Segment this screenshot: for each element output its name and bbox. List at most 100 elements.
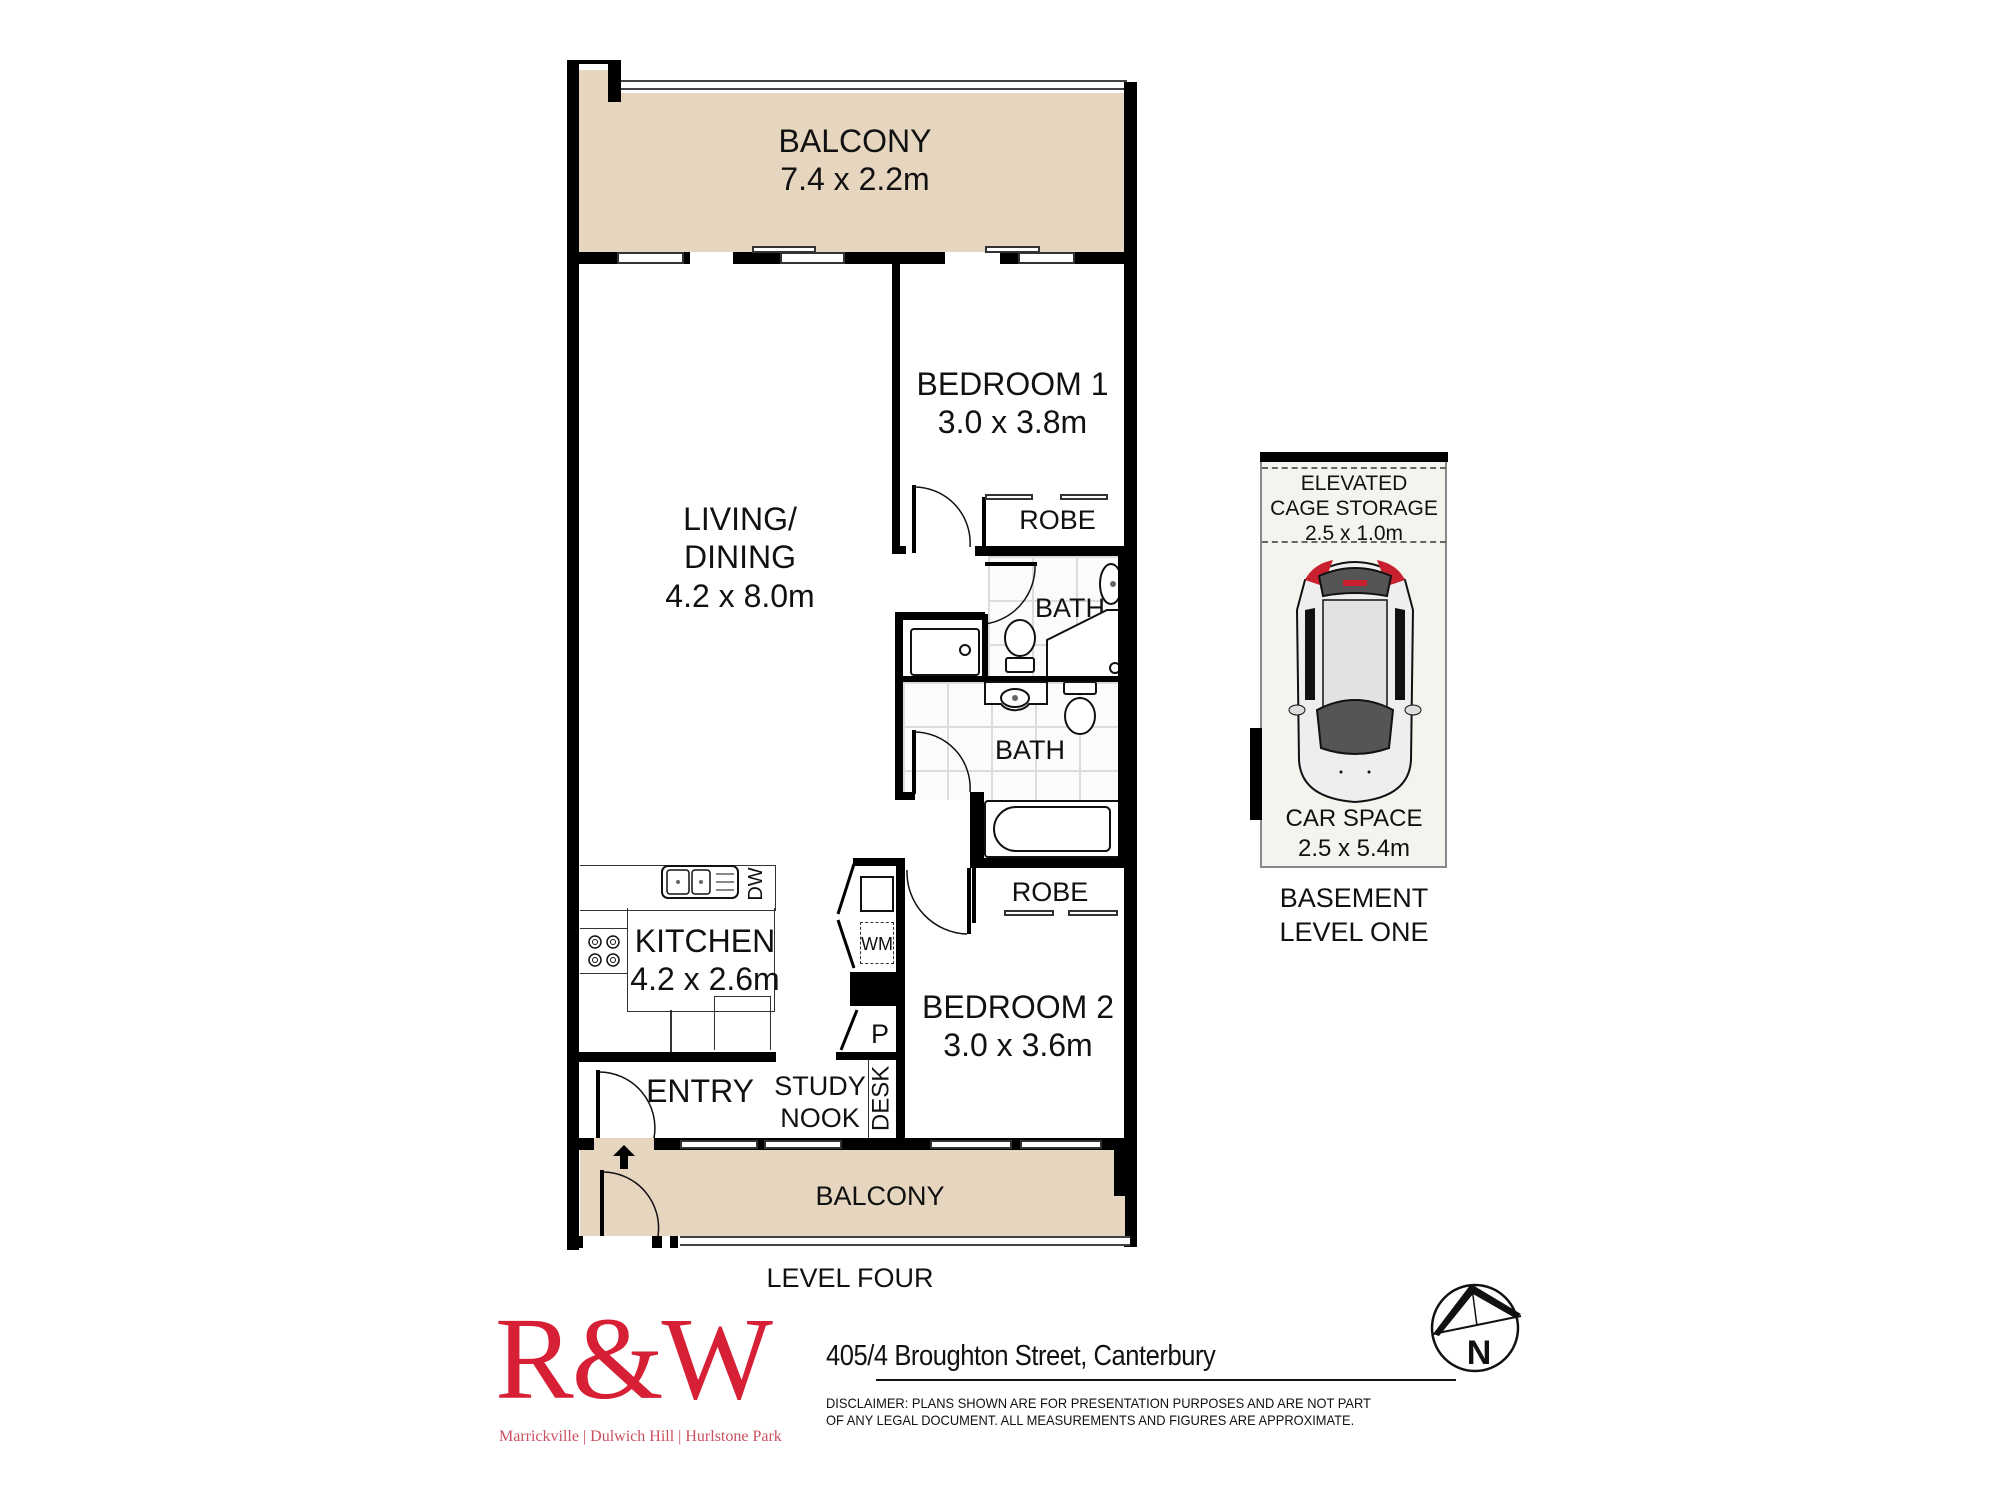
brand-logo: R&W — [495, 1293, 773, 1424]
wall — [895, 792, 915, 800]
robe1-label: ROBE — [1019, 505, 1096, 535]
window — [680, 1140, 758, 1149]
brand-tagline: Marrickville | Dulwich Hill | Hurlstone … — [499, 1428, 782, 1445]
wall — [567, 60, 579, 1250]
robe-slider — [985, 494, 1033, 500]
wall — [982, 614, 988, 680]
level-line1: BASEMENT — [1279, 883, 1429, 913]
wall — [1114, 1140, 1137, 1196]
wall — [982, 497, 986, 549]
storage-size: 2.5 x 1.0m — [1304, 522, 1404, 546]
sliding-door — [780, 252, 845, 264]
room-size: 7.4 x 2.2m — [780, 161, 930, 198]
balcony-top-area — [578, 93, 1126, 253]
robe2-label: ROBE — [1011, 877, 1089, 907]
wall — [972, 868, 976, 923]
desk-label: DESK — [867, 1065, 895, 1132]
level-four-label: LEVEL FOUR — [766, 1263, 934, 1293]
wall — [578, 1052, 776, 1062]
room-name: STUDY — [774, 1071, 866, 1101]
storage-dash-bottom — [1262, 541, 1446, 543]
wall — [970, 858, 1130, 868]
dishwasher-label: DW — [745, 867, 767, 901]
wall — [1260, 452, 1448, 462]
wall — [892, 262, 900, 552]
wall — [608, 60, 621, 102]
room-size: 4.2 x 8.0m — [665, 577, 815, 614]
wall — [1118, 556, 1128, 866]
wall — [850, 972, 898, 1006]
bedroom2-label: BEDROOM 2 3.0 x 3.6m — [912, 988, 1124, 1065]
window — [617, 252, 684, 264]
bath-label: BATH — [994, 735, 1065, 765]
door-opening — [945, 252, 1000, 264]
balcony-bottom-area — [580, 1150, 1125, 1236]
washing-machine — [860, 922, 894, 964]
bedroom1-label: BEDROOM 1 3.0 x 3.8m — [900, 365, 1125, 442]
basin-icon — [984, 681, 1048, 712]
study-nook-label: STUDY NOOK — [770, 1070, 870, 1135]
north-label: N — [1467, 1334, 1492, 1372]
study-desk — [868, 1060, 899, 1140]
wall — [1124, 82, 1137, 1247]
cooktop — [580, 928, 628, 974]
balcony-bottom-label: BALCONY — [815, 1181, 945, 1211]
door-swing-bedroom1 — [912, 485, 971, 553]
entry-label: ENTRY — [646, 1073, 754, 1109]
window — [1020, 1140, 1102, 1149]
door-opening — [690, 252, 733, 264]
north-arrow-icon: N — [1430, 1283, 1522, 1373]
sink-icon — [661, 865, 739, 899]
wall — [900, 676, 1125, 682]
balcony-top-rail — [617, 80, 1127, 90]
room-name: BALCONY — [778, 123, 932, 159]
address-underline — [876, 1379, 1456, 1381]
room-size: 3.0 x 3.8m — [937, 404, 1088, 441]
fridge-space — [670, 1010, 672, 1060]
room-name: KITCHEN — [634, 923, 776, 959]
room-name: LIVING/ — [683, 501, 797, 537]
wall — [652, 1236, 662, 1248]
room-name: BEDROOM 1 — [916, 366, 1109, 402]
entry-door-opening — [594, 1138, 654, 1150]
wall — [567, 60, 621, 64]
cage-storage-label: ELEVATED CAGE STORAGE 2.5 x 1.0m — [1260, 471, 1448, 547]
wall — [836, 1052, 898, 1060]
shower-head-icon — [959, 644, 971, 656]
shower-corner-icon — [1046, 609, 1124, 679]
storage-line2: CAGE STORAGE — [1270, 497, 1438, 521]
laundry-tub — [860, 876, 894, 912]
window — [1018, 252, 1075, 264]
basement-level-label: BASEMENT LEVEL ONE — [1254, 882, 1454, 950]
window — [764, 1140, 842, 1149]
entry-arrow-icon — [613, 1145, 635, 1169]
wall — [970, 792, 984, 862]
level-line2: LEVEL ONE — [1279, 916, 1429, 947]
door-swing-entry — [596, 1070, 656, 1139]
sliding-door — [985, 246, 1040, 253]
car-space-label: CAR SPACE 2.5 x 5.4m — [1260, 804, 1448, 864]
room-size: 3.0 x 3.6m — [943, 1027, 1093, 1064]
toilet-icon — [1063, 681, 1097, 735]
toilet-icon — [1004, 619, 1036, 673]
door-swing-balcony — [600, 1170, 660, 1237]
pantry-door — [839, 1009, 859, 1051]
room-name: NOOK — [780, 1103, 860, 1134]
kitchen-label: KITCHEN 4.2 x 2.6m — [625, 922, 785, 999]
laundry-bifold-doors — [836, 863, 856, 969]
wall — [896, 858, 905, 1140]
room-name: DINING — [684, 539, 796, 576]
door-swing-ensuite — [984, 563, 1036, 625]
wall — [670, 1236, 678, 1248]
room-name: BEDROOM 2 — [921, 989, 1115, 1025]
wall — [975, 546, 1127, 556]
wall — [1250, 728, 1262, 820]
property-address: 405/4 Broughton Street, Canterbury — [826, 1340, 1216, 1372]
storage-line1: ELEVATED — [1300, 472, 1408, 495]
fridge — [714, 996, 771, 1050]
window — [930, 1140, 1012, 1149]
cooktop-burners-icon — [588, 935, 620, 967]
wall — [892, 546, 906, 554]
wall — [895, 612, 903, 797]
wall — [853, 858, 898, 866]
